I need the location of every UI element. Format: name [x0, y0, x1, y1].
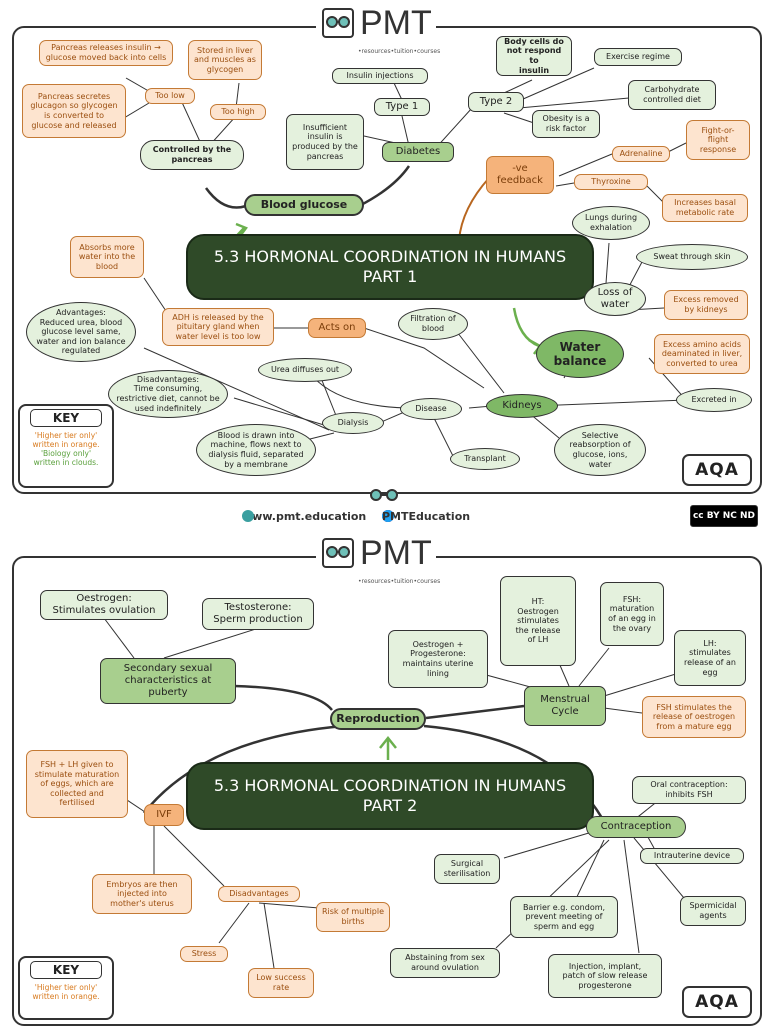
node-basal-metabolic: Increases basal metabolic rate	[662, 194, 748, 222]
pmt-logo-text-2: PMT	[360, 534, 432, 572]
node-testosterone: Testosterone: Sperm production	[202, 598, 314, 630]
aqa-badge-2: AQA	[682, 986, 752, 1018]
node-acts-on: Acts on	[308, 318, 366, 338]
node-fsh-lh-given: FSH + LH given to stimulate maturation o…	[26, 750, 128, 818]
node-injection-implant: Injection, implant, patch of slow releas…	[548, 954, 662, 998]
node-kidneys: Kidneys	[486, 394, 558, 418]
website-link[interactable]: www.pmt.education	[242, 510, 367, 523]
node-insufficient-insulin: Insufficient insulin is produced by the …	[286, 114, 364, 170]
node-disadvantages: Disadvantages	[218, 886, 300, 902]
node-adrenaline: Adrenaline	[612, 146, 670, 162]
part1-title: 5.3 HORMONAL COORDINATION IN HUMANS PART…	[186, 234, 594, 300]
node-insulin-release: Pancreas releases insulin → glucose move…	[39, 40, 173, 66]
node-oestrogen-progesterone: Oestrogen + Progesterone: maintains uter…	[388, 630, 488, 688]
pmt-glasses-icon-2	[322, 538, 354, 568]
node-carbohydrate: Carbohydrate controlled diet	[628, 80, 716, 110]
node-glucagon: Pancreas secretes glucagon so glycogen i…	[22, 84, 126, 138]
node-loss-of-water: Loss of water	[584, 282, 646, 316]
node-secondary-characteristics: Secondary sexual characteristics at pube…	[100, 658, 236, 704]
node-obesity: Obesity is a risk factor	[532, 110, 600, 138]
node-ivf: IVF	[144, 804, 184, 826]
connector-lines	[123, 67, 687, 459]
node-advantages-dialysis: Advantages: Reduced urea, blood glucose …	[26, 302, 136, 362]
node-too-high: Too high	[210, 104, 266, 120]
node-controlled-pancreas: Controlled by the pancreas	[140, 140, 244, 170]
footer: www.pmt.education PMTEducation	[0, 508, 768, 528]
node-amino-acids: Excess amino acids deaminated in liver, …	[654, 334, 750, 374]
pmt-logo-text: PMT	[360, 4, 432, 42]
node-barrier: Barrier e.g. condom, prevent meeting of …	[510, 896, 618, 938]
node-transplant: Transplant	[450, 448, 520, 470]
node-surgical: Surgical sterilisation	[434, 854, 500, 884]
node-body-cells: Body cells do not respond to insulin	[496, 36, 572, 76]
pmt-glasses-icon	[322, 8, 354, 38]
node-low-success: Low success rate	[248, 968, 314, 998]
panel-part1: 5.3 HORMONAL COORDINATION IN HUMANS PART…	[12, 26, 762, 494]
node-fsh: FSH: maturation of an egg in the ovary	[600, 582, 664, 646]
twitter-icon[interactable]	[382, 510, 394, 522]
node-insulin-injections: Insulin injections	[332, 68, 428, 84]
node-fight-flight: Fight-or- flight response	[686, 120, 750, 160]
node-reproduction: Reproduction	[330, 708, 426, 730]
key-panel-1: KEY 'Higher tier only' written in orange…	[18, 404, 114, 488]
node-oral-contraception: Oral contraception: inhibits FSH	[632, 776, 746, 804]
node-thyroxine: Thyroxine	[574, 174, 648, 190]
key-title: KEY	[30, 409, 102, 427]
pmt-tagline-1: •resources•tuition•courses	[358, 48, 441, 55]
node-selective-reabsorption: Selective reabsorption of glucose, ions,…	[554, 424, 646, 476]
node-exercise: Exercise regime	[594, 48, 682, 66]
node-sweat: Sweat through skin	[636, 244, 748, 270]
part2-title: 5.3 HORMONAL COORDINATION IN HUMANS PART…	[186, 762, 594, 830]
connector-lines-2	[103, 617, 685, 969]
license-badge: cc BY NC ND	[690, 505, 758, 527]
node-diabetes: Diabetes	[382, 142, 454, 162]
node-adh: ADH is released by the pituitary gland w…	[162, 308, 274, 346]
aqa-badge-1: AQA	[682, 454, 752, 486]
node-stress: Stress	[180, 946, 228, 962]
glasses-icon	[370, 489, 398, 501]
social-handle[interactable]: PMTEducation	[382, 510, 471, 523]
key-orange-note-2: 'Higher tier only' written in orange.	[32, 983, 100, 1001]
panel-part2: 5.3 HORMONAL COORDINATION IN HUMANS PART…	[12, 556, 762, 1026]
node-contraception: Contraception	[586, 816, 686, 838]
node-disease: Disease	[400, 398, 462, 420]
node-lh: LH: stimulates release of an egg	[674, 630, 746, 686]
node-water-balance: Water balance	[536, 330, 624, 378]
key-orange-note: 'Higher tier only' written in orange.	[32, 431, 100, 449]
key-panel-2: KEY 'Higher tier only' written in orange…	[18, 956, 114, 1020]
node-menstrual-cycle: Menstrual Cycle	[524, 686, 606, 726]
node-absorbs-water: Absorbs more water into the blood	[70, 236, 144, 278]
cursor-icon	[242, 510, 254, 522]
node-urea-diffuses: Urea diffuses out	[258, 358, 352, 382]
node-blood-drawn: Blood is drawn into machine, flows next …	[196, 424, 316, 476]
node-lungs: Lungs during exhalation	[572, 206, 650, 240]
node-neg-feedback: -ve feedback	[486, 156, 554, 194]
node-stored-glycogen: Stored in liver and muscles as glycogen	[188, 40, 262, 80]
node-excess-removed: Excess removed by kidneys	[664, 290, 748, 320]
node-excreted-in: Excreted in	[676, 388, 752, 412]
node-abstaining: Abstaining from sex around ovulation	[390, 948, 500, 978]
node-multiple-births: Risk of multiple births	[316, 902, 390, 932]
node-too-low: Too low	[145, 88, 195, 104]
node-ht-oestrogen: HT: Oestrogen stimulates the release of …	[500, 576, 576, 666]
node-type2: Type 2	[468, 92, 524, 112]
node-disadvantages-dialysis: Disadvantages: Time consuming, restricti…	[108, 370, 228, 418]
node-iud: Intrauterine device	[640, 848, 744, 864]
node-filtration: Filtration of blood	[398, 308, 468, 340]
node-oestrogen: Oestrogen: Stimulates ovulation	[40, 590, 168, 620]
key-green-note: 'Biology only' written in clouds.	[33, 449, 99, 467]
pmt-logo-2[interactable]: PMT	[316, 536, 436, 570]
node-type1: Type 1	[374, 98, 430, 116]
node-spermicidal: Spermicidal agents	[680, 896, 746, 926]
key-title-2: KEY	[30, 961, 102, 979]
node-dialysis: Dialysis	[322, 412, 384, 434]
node-blood-glucose: Blood glucose	[244, 194, 364, 216]
node-embryos: Embryos are then injected into mother's …	[92, 874, 192, 914]
node-fsh-stimulates: FSH stimulates the release of oestrogen …	[642, 696, 746, 738]
pmt-tagline-2: •resources•tuition•courses	[358, 578, 441, 585]
pmt-logo-1[interactable]: PMT	[316, 6, 436, 40]
